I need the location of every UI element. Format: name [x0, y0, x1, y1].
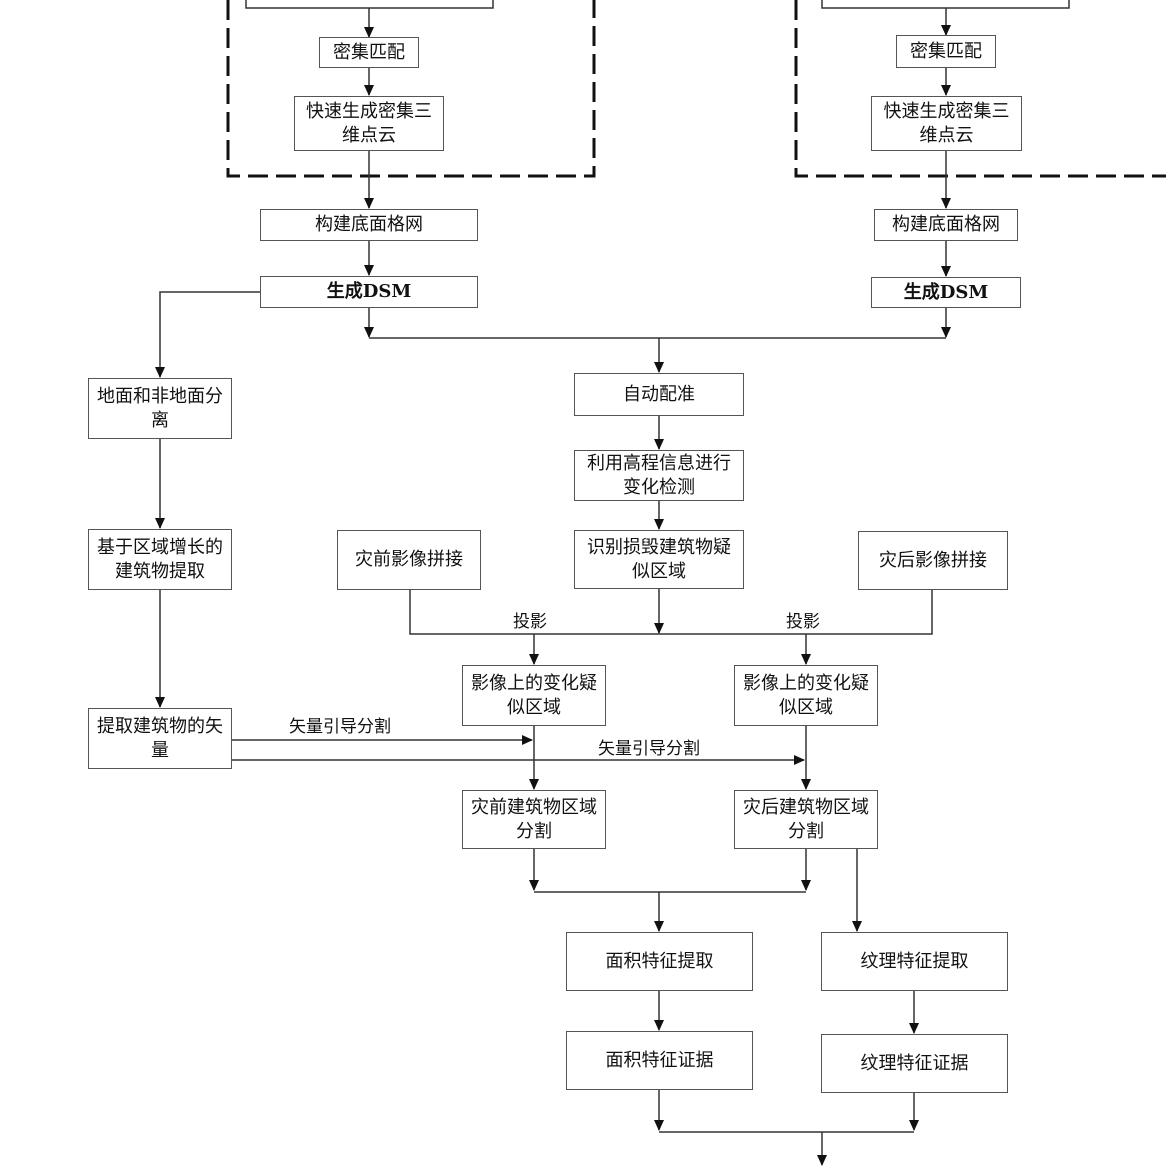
right-point-cloud-box: 快速生成密集三维点云 [871, 96, 1022, 151]
post-segment-box: 灾后建筑物区域分割 [734, 790, 878, 849]
pre-mosaic-box: 灾前影像拼接 [337, 530, 481, 590]
projection-label-left: 投影 [513, 612, 547, 632]
damage-suspect-box: 识别损毁建筑物疑似区域 [574, 530, 744, 589]
texture-feature-box: 纹理特征提取 [821, 932, 1008, 991]
right-top-cutoff-box [821, 0, 1070, 9]
elevation-change-box: 利用高程信息进行变化检测 [574, 450, 744, 501]
region-growing-box: 基于区域增长的建筑物提取 [88, 529, 232, 590]
texture-evidence-box: 纹理特征证据 [821, 1034, 1008, 1093]
post-change-region-box: 影像上的变化疑似区域 [734, 665, 878, 726]
area-evidence-box: 面积特征证据 [566, 1031, 753, 1090]
ground-separation-box: 地面和非地面分离 [88, 378, 232, 439]
vector-extract-box: 提取建筑物的矢量 [88, 708, 232, 769]
left-base-grid-box: 构建底面格网 [260, 209, 478, 241]
left-top-cutoff-box [245, 0, 494, 9]
right-dashed-group [794, 0, 1166, 178]
right-dense-matching-box: 密集匹配 [896, 35, 996, 68]
auto-registration-box: 自动配准 [574, 373, 744, 416]
post-mosaic-box: 灾后影像拼接 [858, 531, 1008, 590]
projection-label-right: 投影 [786, 612, 820, 632]
pre-change-region-box: 影像上的变化疑似区域 [462, 665, 606, 726]
right-base-grid-box: 构建底面格网 [874, 209, 1018, 241]
vector-guide-label-upper: 矢量引导分割 [289, 717, 391, 737]
pre-segment-box: 灾前建筑物区域分割 [462, 790, 606, 849]
area-feature-box: 面积特征提取 [566, 932, 753, 991]
projection-line [409, 590, 933, 635]
arrow-dsm-to-ground-separation [155, 291, 260, 378]
left-dense-matching-box: 密集匹配 [319, 37, 419, 68]
left-gen-dsm-box: 生成DSM [260, 276, 478, 308]
vector-guide-label-lower: 矢量引导分割 [598, 739, 700, 759]
left-dashed-group [226, 0, 596, 178]
right-gen-dsm-box: 生成DSM [871, 277, 1021, 308]
left-point-cloud-box: 快速生成密集三维点云 [294, 96, 444, 151]
